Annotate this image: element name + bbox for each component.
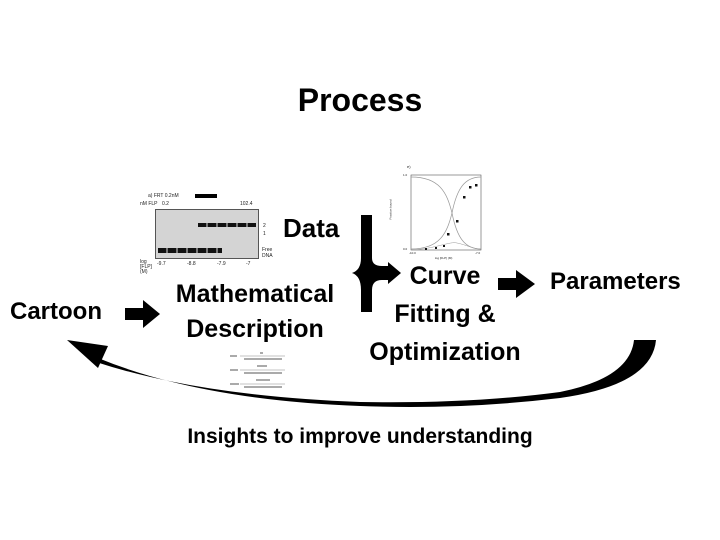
label-insights: Insights to improve understanding: [187, 425, 533, 448]
label-data: Data: [283, 213, 340, 243]
plot-xtick: -10.0: [409, 251, 416, 255]
gel-bound-bands: [198, 223, 256, 227]
label-optimization: Optimization: [369, 338, 521, 366]
plot-point: [456, 220, 459, 223]
label-mathematical: Mathematical: [175, 280, 335, 308]
plot-point: [469, 186, 472, 189]
gel-tick: -7: [246, 261, 251, 267]
label-fitting: Fitting &: [394, 300, 496, 328]
label-parameters: Parameters: [550, 268, 681, 295]
plot-point: [475, 184, 478, 187]
plot-ytick: 1.0: [403, 173, 408, 177]
gel-conc-high: 102.4: [240, 201, 253, 207]
gel-band-2: 2: [263, 223, 266, 229]
gel-band-free: Free: [262, 247, 273, 253]
plot-point: [425, 248, 427, 250]
page-title: Process: [297, 82, 423, 118]
brace-merge-arrow: [352, 215, 401, 312]
plot-frame: [410, 174, 482, 251]
binding-curve-plot: e) Fraction bound 0.0 1.0 -10.0 -7.0 log…: [389, 163, 485, 263]
plot-point: [443, 245, 445, 247]
plot-curve-bound: [410, 176, 482, 250]
gel-conc-low: 0.2: [162, 201, 169, 207]
plot-ylabel: Fraction bound: [388, 199, 393, 220]
frt-marker-icon: [195, 194, 217, 198]
plot-markers: [425, 184, 478, 250]
gel-band-dna: DNA: [262, 253, 273, 259]
plot-ytick: 0.0: [403, 247, 408, 251]
gel-band-1: 1: [263, 231, 266, 237]
equations-image: [230, 352, 285, 388]
gel-lane-area: [155, 209, 259, 259]
gel-axis-label: log [FLP] (M): [140, 259, 152, 275]
gel-image: a) FRT 0.2nM nM FLP 0.2 102.4 2 1 Free D…: [140, 192, 275, 275]
label-description: Description: [186, 315, 324, 343]
plot-panel-label: e): [407, 164, 411, 169]
arrow-curve-to-parameters: [498, 270, 535, 298]
plot-point: [447, 233, 450, 236]
plot-area: [410, 174, 482, 251]
gel-conc-label: nM FLP: [140, 201, 158, 207]
gel-tick: -8.8: [187, 261, 196, 267]
label-curve: Curve: [409, 262, 481, 290]
gel-tick: -7.9: [217, 261, 226, 267]
plot-curve-intermediate: [410, 242, 482, 251]
label-cartoon: Cartoon: [10, 298, 102, 325]
gel-header: a) FRT 0.2nM: [148, 193, 179, 199]
plot-point: [463, 196, 466, 199]
gel-tick: -9.7: [157, 261, 166, 267]
feedback-curved-arrow: [67, 340, 656, 407]
gel-free-bands: [158, 248, 222, 253]
plot-point: [435, 247, 437, 249]
plot-xtick: -7.0: [475, 251, 481, 255]
plot-xlabel: log [FLP] (M): [435, 256, 453, 260]
arrow-cartoon-to-math: [125, 300, 160, 328]
